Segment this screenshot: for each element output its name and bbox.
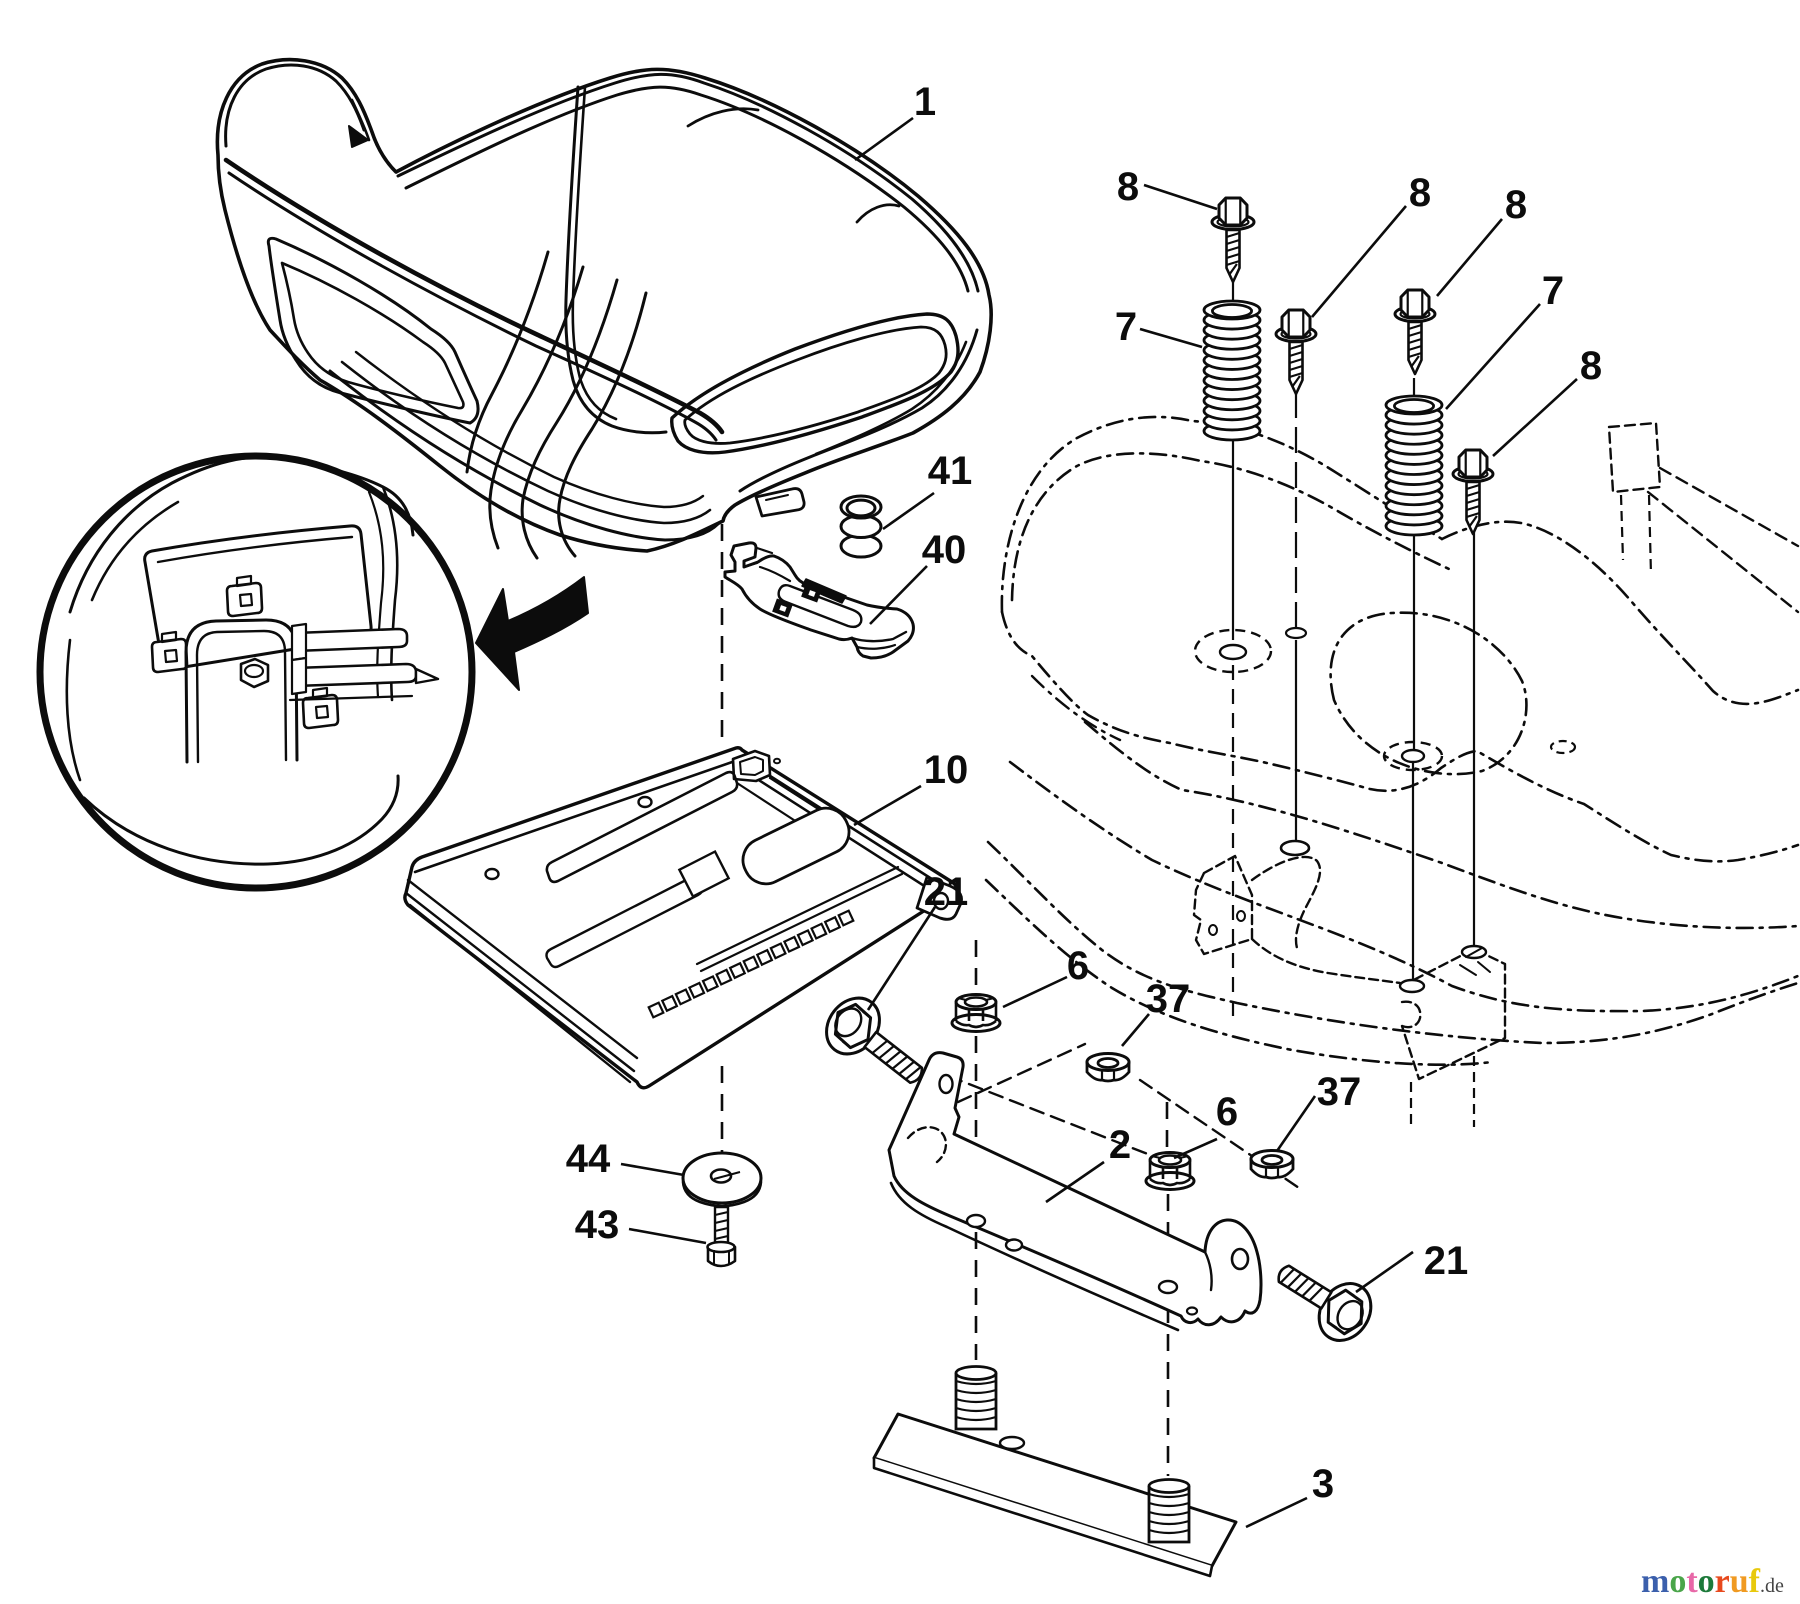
svg-text:37: 37 [1146, 977, 1191, 1021]
svg-text:44: 44 [566, 1137, 611, 1181]
svg-text:6: 6 [1216, 1090, 1238, 1134]
svg-text:8: 8 [1505, 183, 1527, 227]
svg-text:21: 21 [924, 870, 969, 914]
svg-text:21: 21 [1424, 1239, 1469, 1283]
svg-text:43: 43 [575, 1203, 620, 1247]
svg-text:2: 2 [1109, 1123, 1131, 1167]
svg-text:1: 1 [914, 80, 936, 124]
svg-text:3: 3 [1312, 1462, 1334, 1506]
svg-text:8: 8 [1117, 165, 1139, 209]
svg-text:8: 8 [1580, 344, 1602, 388]
svg-text:6: 6 [1067, 944, 1089, 988]
svg-text:7: 7 [1542, 269, 1564, 313]
svg-text:37: 37 [1317, 1070, 1362, 1114]
svg-text:10: 10 [924, 748, 969, 792]
svg-text:motoruf.de: motoruf.de [1641, 1563, 1784, 1600]
svg-text:7: 7 [1115, 305, 1137, 349]
svg-text:41: 41 [928, 449, 973, 493]
svg-text:8: 8 [1409, 171, 1431, 215]
svg-text:40: 40 [922, 528, 967, 572]
